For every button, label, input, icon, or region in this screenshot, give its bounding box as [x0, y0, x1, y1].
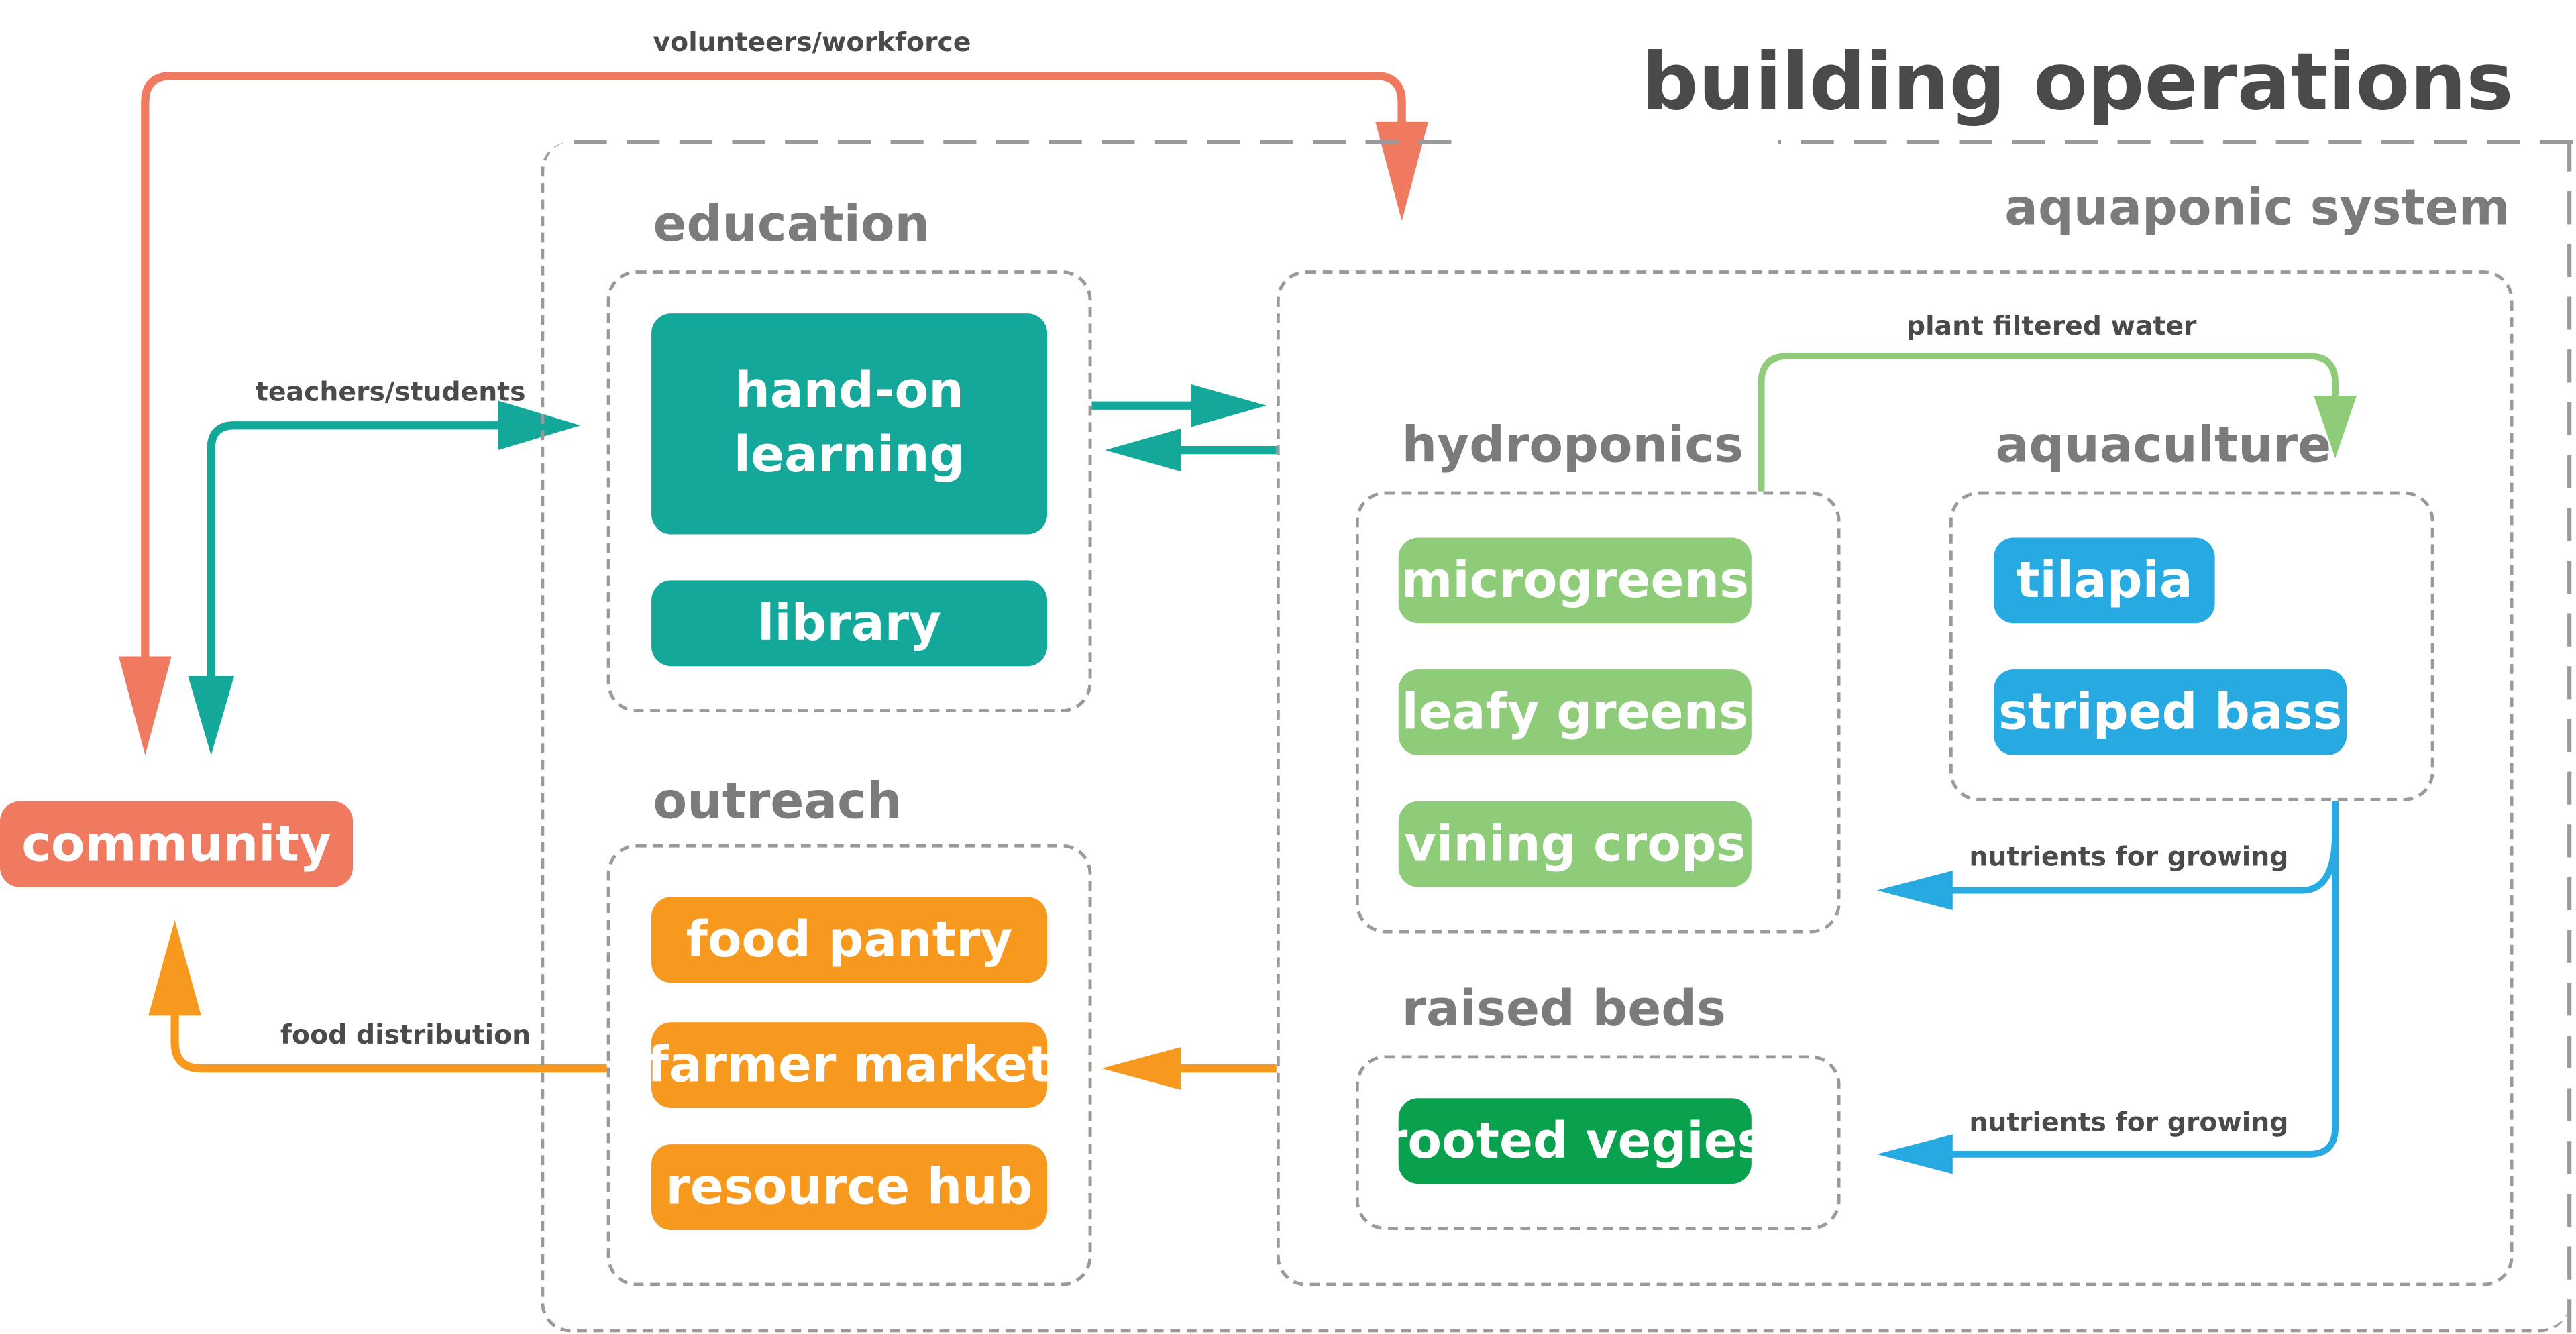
volunteers-arrow-head-building [1375, 121, 1428, 221]
hydroponics-heading: hydroponics [1401, 416, 1743, 476]
microgreens-label: microgreens [1401, 551, 1750, 610]
education-zone [606, 270, 1092, 713]
system-to-education-head [1105, 429, 1181, 472]
striped-bass-item: striped bass [1994, 669, 2347, 755]
volunteers-arrow-line [141, 71, 1406, 663]
aquaculture-heading: aquaculture [1995, 416, 2332, 476]
nutrients-branch-line [1945, 832, 2339, 894]
food-pantry-label: food pantry [686, 911, 1013, 969]
vining-crops-label: vining crops [1403, 815, 1746, 873]
leafy-greens-item: leafy greens [1398, 669, 1752, 755]
filtered-water-flow-label: plant filtered water [1906, 310, 2197, 341]
aquaponic-system-zone [1276, 270, 2514, 1286]
teachers-flow-label: teachers/students [256, 376, 526, 408]
teachers-arrow-line [207, 421, 505, 683]
nutrients-flow-label-upper: nutrients for growing [1969, 840, 2289, 873]
filtered-water-line [1758, 353, 2339, 492]
food-pantry-item: food pantry [651, 897, 1048, 983]
filtered-water-head [2314, 396, 2357, 459]
library-item: library [651, 580, 1048, 667]
hand-on-learning-item: hand-on learning [651, 313, 1048, 535]
leafy-greens-label: leafy greens [1401, 683, 1749, 742]
outreach-heading: outreach [653, 773, 902, 832]
building-operations-zone [541, 142, 2570, 1333]
microgreens-item: microgreens [1398, 537, 1752, 624]
outreach-zone [606, 844, 1092, 1286]
nutrients-flow-label-lower: nutrients for growing [1969, 1106, 2289, 1138]
tilapia-item: tilapia [1994, 537, 2215, 624]
aquaculture-zone [1949, 491, 2434, 801]
nutrients-head-hydroponics [1876, 871, 1953, 911]
system-to-outreach-head [1102, 1047, 1181, 1091]
raised-beds-zone [1355, 1055, 1841, 1230]
library-label: library [757, 594, 942, 653]
striped-bass-label: striped bass [1998, 683, 2343, 742]
food-distribution-line [170, 1009, 607, 1073]
education-heading: education [653, 196, 930, 254]
food-distribution-flow-label: food distribution [280, 1019, 531, 1051]
vining-crops-item: vining crops [1398, 801, 1752, 887]
farmer-market-label: farmer market [647, 1036, 1052, 1095]
volunteers-arrow-head-community [119, 656, 172, 755]
nutrients-head-raised-beds [1876, 1134, 1953, 1174]
hydroponics-zone [1355, 491, 1841, 934]
teachers-arrow-head-education [498, 400, 581, 451]
food-distribution-head [148, 920, 201, 1016]
farmer-market-item: farmer market [647, 1022, 1051, 1109]
hand-on-learning-label: hand-on learning [733, 362, 965, 485]
community-label: community [21, 815, 331, 873]
nutrients-line [1945, 801, 2339, 1158]
aquaponic-system-heading: aquaponic system [2004, 179, 2510, 238]
page-title: building operations [1642, 36, 2514, 129]
community-node: community [0, 801, 354, 887]
rooted-vegies-item: rooted vegies [1383, 1098, 1767, 1184]
raised-beds-heading: raised beds [1401, 981, 1726, 1039]
tilapia-label: tilapia [2016, 551, 2193, 610]
volunteers-flow-label: volunteers/workforce [653, 26, 971, 58]
rooted-vegies-label: rooted vegies [1383, 1112, 1767, 1170]
teachers-arrow-head-community [188, 675, 235, 755]
resource-hub-item: resource hub [651, 1144, 1048, 1230]
resource-hub-label: resource hub [665, 1158, 1033, 1217]
education-to-system-head [1190, 384, 1267, 427]
